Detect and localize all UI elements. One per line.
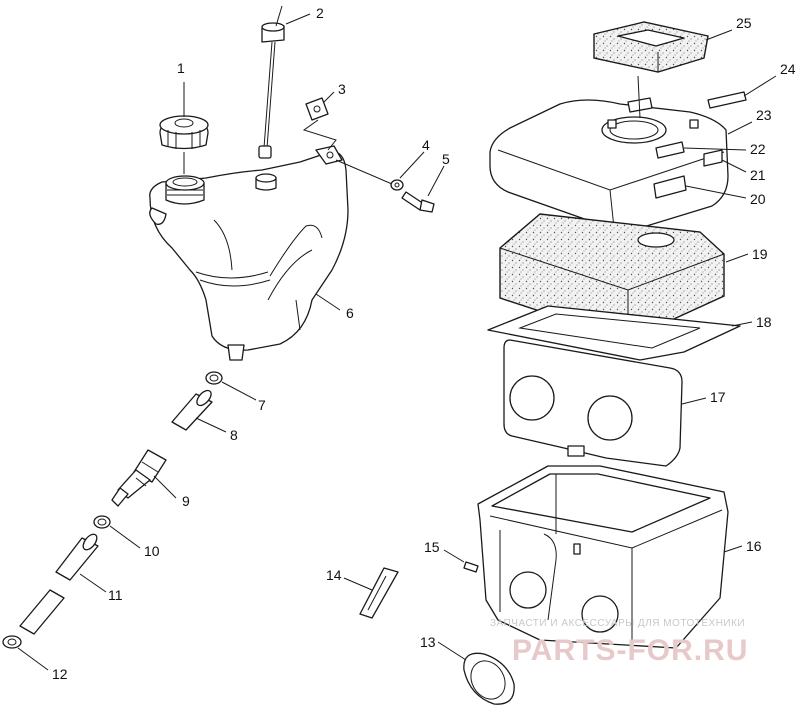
callout-19: 19 bbox=[752, 246, 768, 262]
part-gasket bbox=[487, 305, 741, 361]
watermark-subtitle: ЗАПЧАСТИ И АКСЕССУАРЫ ДЛЯ МОТОТЕХНИКИ bbox=[490, 618, 745, 629]
callout-16: 16 bbox=[746, 538, 762, 554]
callout-22: 22 bbox=[750, 141, 766, 157]
part-clamp-middle bbox=[93, 515, 111, 529]
callout-5: 5 bbox=[442, 151, 450, 167]
callout-14: 14 bbox=[326, 567, 342, 583]
callout-23: 23 bbox=[756, 107, 772, 123]
callout-21: 21 bbox=[750, 167, 766, 183]
callout-13: 13 bbox=[420, 634, 436, 650]
part-oil-tank bbox=[149, 145, 349, 361]
callout-11: 11 bbox=[108, 587, 123, 603]
part-hose-lower bbox=[19, 533, 99, 635]
callout-1: 1 bbox=[177, 60, 185, 76]
part-seal-strip bbox=[359, 567, 399, 619]
leader-lines bbox=[17, 13, 777, 671]
callout-25: 25 bbox=[736, 15, 752, 31]
callout-20: 20 bbox=[750, 191, 766, 207]
callout-24: 24 bbox=[780, 61, 796, 77]
callout-8: 8 bbox=[230, 427, 238, 443]
callout-18: 18 bbox=[756, 314, 772, 330]
part-screw bbox=[463, 561, 479, 573]
part-baffle-plate bbox=[503, 339, 683, 467]
callout-10: 10 bbox=[144, 543, 160, 559]
callout-2: 2 bbox=[316, 5, 324, 21]
part-plate-small bbox=[707, 91, 747, 109]
part-intake-boot bbox=[463, 652, 515, 705]
part-airbox-cover bbox=[489, 97, 729, 231]
part-tank-cap bbox=[159, 115, 209, 150]
part-bolt bbox=[401, 191, 435, 213]
callout-4: 4 bbox=[422, 137, 430, 153]
part-dipstick bbox=[258, 5, 285, 159]
part-clamp-upper bbox=[205, 371, 223, 385]
callout-7: 7 bbox=[258, 397, 266, 413]
part-clamp-lower bbox=[2, 635, 22, 649]
watermark: ЗАПЧАСТИ И АКСЕССУАРЫ ДЛЯ МОТОТЕХНИКИ PA… bbox=[490, 618, 748, 667]
callout-9: 9 bbox=[182, 493, 190, 509]
part-foam-pad bbox=[593, 21, 709, 73]
part-washer bbox=[390, 179, 404, 191]
part-inline-fitting bbox=[111, 449, 167, 507]
callout-12: 12 bbox=[52, 666, 68, 682]
watermark-brand: PARTS-FOR.RU bbox=[512, 634, 748, 667]
part-airbox-housing bbox=[477, 465, 729, 649]
callout-6: 6 bbox=[346, 305, 354, 321]
part-bracket bbox=[302, 97, 337, 151]
callout-3: 3 bbox=[338, 81, 346, 97]
part-hose-upper bbox=[171, 389, 213, 431]
callout-17: 17 bbox=[710, 389, 726, 405]
callout-labels: 1 2 3 4 5 6 7 8 9 10 11 12 13 14 15 16 1… bbox=[52, 5, 796, 682]
callout-15: 15 bbox=[424, 539, 440, 555]
